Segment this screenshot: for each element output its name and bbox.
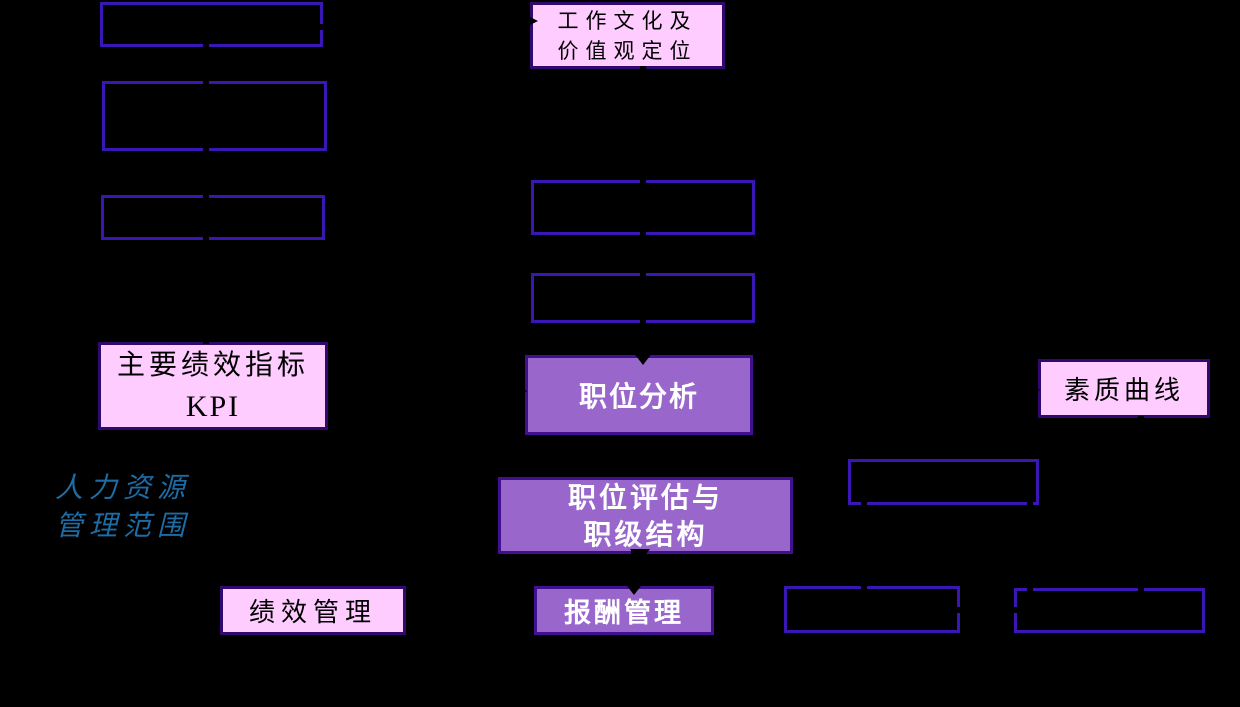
box-work-culture: 工作文化及 价值观定位 — [530, 2, 725, 69]
connector-line — [203, 146, 209, 202]
box-competency-curve-label: 素质曲线 — [1063, 376, 1184, 405]
arrowhead-below-job-evaluation-icon — [630, 549, 650, 562]
arrowhead-into-work-culture-icon — [526, 15, 538, 27]
hr-scope-line2: 管理范围 — [55, 511, 192, 542]
empty-box-right-middle — [848, 459, 1039, 505]
box-work-culture-line2: 价值观定位 — [557, 38, 698, 63]
box-job-evaluation-line2: 职级结构 — [583, 518, 708, 550]
empty-box-top-left — [100, 2, 323, 47]
box-job-evaluation-line1: 职位评估与 — [567, 481, 723, 513]
empty-box-bottom-1 — [784, 586, 960, 633]
connector-line — [1014, 387, 1034, 392]
arrowhead-into-compensation-top-icon — [624, 582, 644, 595]
box-job-analysis-label: 职位分析 — [578, 381, 699, 412]
arrowhead-into-job-analysis-top-icon — [633, 352, 653, 365]
connector-line — [952, 607, 1022, 613]
hr-scope-line1: 人力资源 — [55, 473, 192, 504]
connector-line — [1138, 416, 1144, 592]
box-performance-management-label: 绩效管理 — [248, 598, 377, 627]
connector-line — [203, 236, 209, 344]
connector-line — [310, 24, 348, 30]
connector-line — [483, 387, 515, 393]
connector-line — [631, 550, 637, 590]
box-kpi-line1: 主要绩效指标 — [116, 350, 309, 381]
empty-box-left-3 — [101, 195, 325, 240]
empty-box-left-2 — [102, 81, 327, 151]
empty-box-bottom-2 — [1014, 588, 1205, 633]
box-job-analysis: 职位分析 — [525, 355, 753, 435]
connector-line — [1027, 502, 1033, 592]
hr-scope-label: 人力资源 管理范围 — [55, 470, 191, 546]
connector-line — [861, 502, 867, 590]
connector-line — [203, 40, 209, 88]
arrowhead-into-job-analysis-left-icon — [509, 382, 527, 400]
box-job-evaluation: 职位评估与 职级结构 — [498, 477, 793, 554]
box-performance-management: 绩效管理 — [220, 586, 406, 635]
box-kpi-line2: KPI — [185, 390, 241, 423]
arrowhead-into-competency-curve-icon — [1028, 384, 1040, 396]
box-compensation-management-label: 报酬管理 — [564, 598, 684, 628]
connector-line — [640, 66, 646, 358]
box-kpi: 主要绩效指标 KPI — [98, 342, 328, 430]
box-work-culture-line1: 工作文化及 — [557, 8, 698, 33]
box-competency-curve: 素质曲线 — [1038, 359, 1210, 418]
